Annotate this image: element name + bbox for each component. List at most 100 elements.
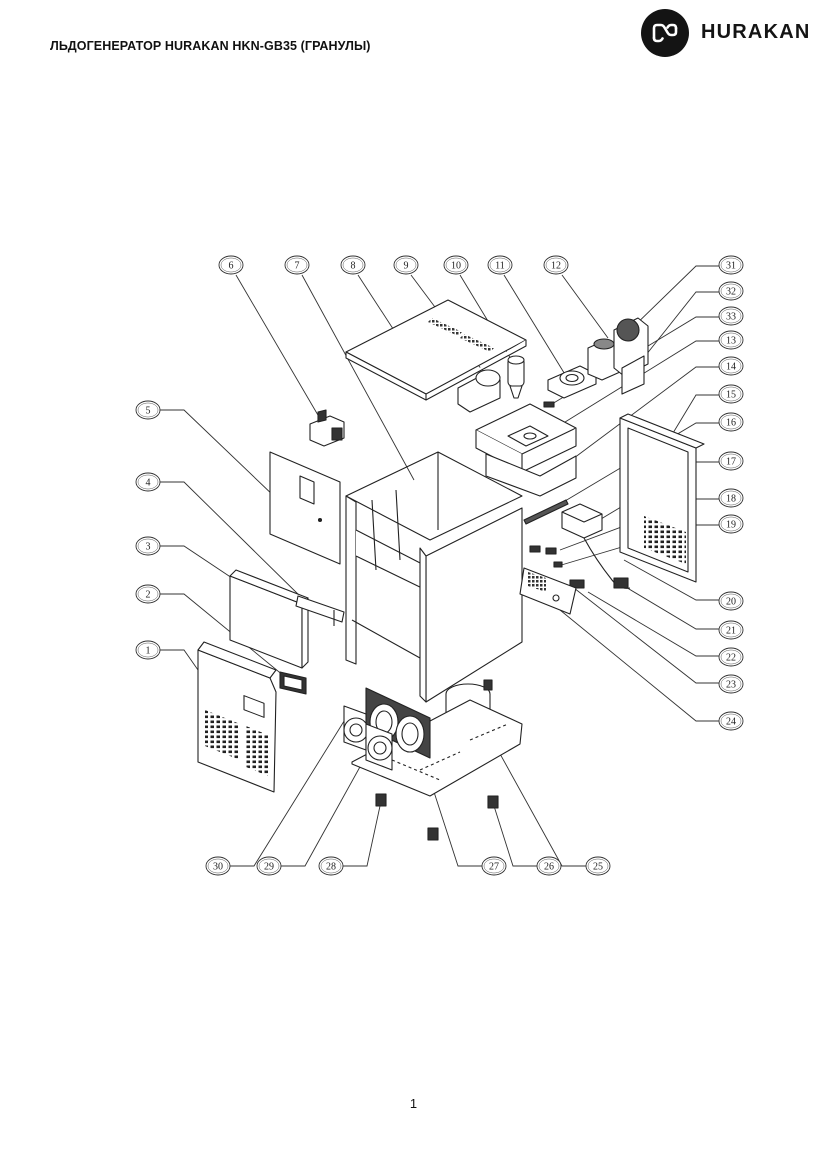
part-auger-rod [523, 499, 569, 525]
callout-number: 25 [593, 862, 603, 873]
leader-line [669, 394, 720, 439]
callout-number: 5 [146, 406, 151, 417]
leader-line [561, 274, 609, 339]
callout-number: 7 [295, 261, 300, 272]
callout-14: 14 [718, 356, 744, 376]
callout-number: 19 [726, 520, 736, 531]
part-top-cover [345, 299, 527, 401]
part-rear-plate [519, 567, 577, 615]
callout-23: 23 [718, 674, 744, 694]
part-water-valve [309, 409, 345, 447]
callout-10: 10 [443, 255, 469, 275]
callout-6: 6 [218, 255, 244, 275]
part-access-panel [229, 569, 309, 669]
callout-28: 28 [318, 856, 344, 876]
callout-number: 10 [451, 261, 461, 272]
callout-16: 16 [718, 412, 744, 432]
callout-30: 30 [205, 856, 231, 876]
callout-number: 27 [489, 862, 499, 873]
callout-25: 25 [585, 856, 611, 876]
leader-line [559, 609, 720, 722]
leader-line [587, 591, 720, 657]
callout-number: 24 [726, 717, 736, 728]
leader-line [160, 545, 239, 583]
callout-13: 13 [718, 330, 744, 350]
leader-line [230, 717, 347, 867]
callout-number: 18 [726, 494, 736, 505]
leader-line [559, 422, 720, 505]
callout-number: 12 [551, 261, 561, 272]
part-control-switch [279, 671, 307, 695]
callout-number: 17 [726, 457, 736, 468]
leader-line [623, 585, 720, 630]
callout-number: 9 [404, 261, 409, 272]
part-rear-frame [619, 413, 705, 583]
callout-33: 33 [718, 306, 744, 326]
callout-number: 30 [213, 862, 223, 873]
brand-name: HURAKAN [701, 21, 811, 43]
callout-2: 2 [135, 584, 161, 604]
callout-18: 18 [718, 488, 744, 508]
callout-number: 15 [726, 390, 736, 401]
hurakan-logo-icon [641, 9, 689, 57]
callout-number: 32 [726, 287, 736, 298]
callout-29: 29 [256, 856, 282, 876]
leader-line [565, 366, 720, 465]
part-front-panel [197, 641, 277, 793]
callout-number: 14 [726, 362, 736, 373]
leader-line [301, 274, 415, 481]
leader-line [235, 274, 323, 423]
callout-9: 9 [393, 255, 419, 275]
callout-number: 4 [146, 478, 151, 489]
leader-line [160, 481, 305, 601]
part-electrical-box [561, 503, 603, 539]
leader-line [535, 340, 720, 441]
leader-line [573, 587, 720, 684]
callout-4: 4 [135, 472, 161, 492]
leader-line [623, 559, 720, 601]
callout-24: 24 [718, 711, 744, 731]
callout-number: 6 [229, 261, 234, 272]
leader-line [641, 291, 720, 361]
callout-20: 20 [718, 591, 744, 611]
part-auger [507, 355, 525, 399]
callout-number: 28 [326, 862, 336, 873]
part-bracket [295, 595, 345, 626]
part-gear-plate [543, 365, 597, 408]
callout-32: 32 [718, 281, 744, 301]
callout-number: 23 [726, 680, 736, 691]
part-condenser-fans [343, 687, 431, 771]
leader-line [433, 791, 482, 867]
callout-22: 22 [718, 647, 744, 667]
callout-number: 11 [495, 261, 505, 272]
leader-line [160, 409, 277, 499]
callout-17: 17 [718, 451, 744, 471]
part-ice-chute [457, 369, 501, 413]
callout-27: 27 [481, 856, 507, 876]
callout-number: 1 [146, 646, 151, 657]
brand-logo: HURAKAN [641, 9, 811, 57]
callout-number: 16 [726, 418, 736, 429]
callout-3: 3 [135, 536, 161, 556]
callout-31: 31 [718, 255, 744, 275]
leader-line [281, 755, 367, 867]
callout-number: 8 [351, 261, 356, 272]
callout-19: 19 [718, 514, 744, 534]
callout-15: 15 [718, 384, 744, 404]
page-number: 1 [409, 1096, 418, 1111]
callout-11: 11 [487, 255, 513, 275]
callout-number: 2 [146, 590, 151, 601]
part-water-tray [475, 403, 577, 473]
part-fittings [529, 545, 563, 568]
leader-line [503, 274, 567, 377]
part-base-tray [485, 453, 577, 497]
callout-21: 21 [718, 620, 744, 640]
part-base-plate [351, 699, 523, 797]
part-feet [375, 793, 499, 841]
callout-number: 13 [726, 336, 736, 347]
callout-1: 1 [135, 640, 161, 660]
callout-number: 26 [544, 862, 554, 873]
document-title: ЛЬДОГЕНЕРАТОР HURAKAN HKN-GB35 (ГРАНУЛЫ) [50, 39, 371, 53]
callout-number: 20 [726, 597, 736, 608]
